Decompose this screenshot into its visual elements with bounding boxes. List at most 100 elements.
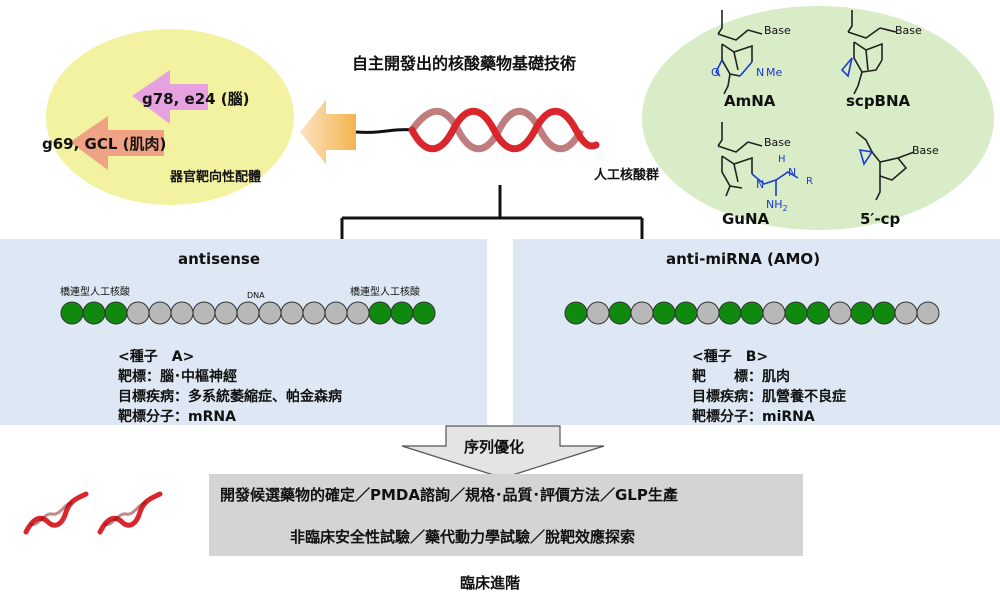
helix-strand [408, 107, 600, 153]
bead-dna [324, 301, 348, 325]
bead-modified [850, 301, 874, 325]
panel-anti-mirna [513, 239, 1000, 425]
guna-r-label: R [806, 176, 813, 187]
panel-b-beads [564, 301, 940, 325]
guna-nh2-label: NH2 [766, 198, 788, 213]
muscle-arrow [70, 116, 164, 170]
label-muscle: g69, GCL (肌肉) [42, 135, 167, 153]
bead-modified [608, 301, 632, 325]
brain-arrow [132, 70, 208, 124]
bead-modified [60, 301, 84, 325]
bead-modified [872, 301, 896, 325]
bead-modified [718, 301, 742, 325]
bead-dna [894, 301, 918, 325]
bead-dna [916, 301, 940, 325]
page-title: 自主開發出的核酸藥物基礎技術 [352, 54, 577, 73]
guna-h-label: H [778, 154, 786, 165]
artificial-nucleic-acids [642, 6, 994, 230]
bead-modified [740, 301, 764, 325]
cp-cyclopropane [858, 149, 874, 166]
guna-nh-label: N [788, 166, 797, 179]
bead-modified [652, 301, 676, 325]
label-brain: g78, e24 (腦) [142, 90, 250, 108]
bead-dna [696, 301, 720, 325]
bead-dna [214, 301, 238, 325]
guna-structure [717, 122, 763, 197]
panel-a-label-right: 橋連型人工核酸 [350, 287, 420, 298]
amna-base-label: Base [764, 24, 791, 37]
bead-dna [258, 301, 282, 325]
bead-modified [104, 301, 128, 325]
panel-b-molecule: 靶標分子：miRNA [692, 409, 815, 425]
branch-connector [336, 185, 648, 272]
bead-dna [586, 301, 610, 325]
guna-name: GuNA [722, 210, 770, 228]
cp-name: 5′-cp [860, 210, 901, 228]
cp-structure [855, 131, 915, 201]
amna-name: AmNA [724, 92, 776, 110]
panel-b-disease: 目標疾病：肌營養不良症 [692, 389, 846, 405]
bead-dna [192, 301, 216, 325]
bead-dna [346, 301, 370, 325]
development-steps [209, 474, 803, 556]
panel-antisense [0, 239, 487, 425]
amna-structure [717, 10, 763, 95]
steps-line2: 非臨床安全性試驗／藥代動力學試驗／脫靶效應探索 [290, 528, 636, 546]
ligand-cluster [46, 29, 356, 205]
clinical-label: 臨床進階 [460, 574, 521, 592]
amna-n-group [715, 59, 753, 77]
bead-modified [564, 301, 588, 325]
bead-dna [148, 301, 172, 325]
bead-modified [390, 301, 414, 325]
bead-dna [828, 301, 852, 325]
bead-modified [784, 301, 808, 325]
scpbna-name: scpBNA [846, 92, 911, 110]
cp-base-label: Base [912, 144, 939, 157]
ligand-arrow [300, 100, 356, 164]
scpbna-structure [847, 10, 897, 95]
helix-strand-back [409, 107, 585, 153]
nucleic-ellipse [642, 6, 994, 230]
bead-modified [674, 301, 698, 325]
amna-n-label: N [756, 66, 765, 79]
amna-me-label: Me [766, 66, 783, 79]
panel-b-target: 靶 標：肌肉 [692, 369, 790, 385]
bead-modified [82, 301, 106, 325]
panel-a-seed: <種子 A> [118, 349, 195, 365]
mini-helix-1 [23, 491, 89, 535]
panel-a-label-mid: DNA [247, 291, 265, 300]
bead-dna [302, 301, 326, 325]
optimization-label: 序列優化 [464, 438, 525, 456]
steps-line1: 開發候選藥物的確定／PMDA諮詢／規格･品質･評價方法／GLP生產 [220, 486, 678, 504]
bead-modified [806, 301, 830, 325]
bead-modified [412, 301, 436, 325]
guna-guanidine [751, 171, 799, 196]
panel-a-molecule: 靶標分子：mRNA [118, 409, 236, 425]
panel-a-target: 靶標：腦･中樞神經 [118, 369, 237, 385]
mini-helix-2 [97, 491, 163, 535]
panel-a-beads [60, 301, 436, 325]
bead-dna [126, 301, 150, 325]
guna-nh2-text: NH [766, 198, 783, 211]
bead-modified [368, 301, 392, 325]
panel-b-title: anti-miRNA (AMO) [666, 250, 821, 268]
nucleic-caption: 人工核酸群 [594, 168, 660, 183]
bead-dna [762, 301, 786, 325]
panel-b-seed: <種子 B> [692, 349, 769, 365]
panel-a-title: antisense [178, 250, 260, 268]
scpbna-cyclopropane [840, 57, 853, 78]
panel-a-label-left: 橋連型人工核酸 [60, 287, 130, 298]
bead-dna [170, 301, 194, 325]
linker-line [355, 128, 413, 134]
scpbna-base-label: Base [895, 24, 922, 37]
ligand-caption: 器官靶向性配體 [170, 170, 262, 185]
panel-a-disease: 目標疾病：多系統萎縮症、帕金森病 [118, 389, 342, 405]
guna-nh2-subscript: 2 [782, 204, 788, 214]
guna-n-label: N [756, 178, 765, 191]
amna-o-label: O [711, 66, 720, 79]
optimization-arrow [401, 425, 605, 479]
guna-base-label: Base [764, 136, 791, 149]
bead-dna [280, 301, 304, 325]
bead-dna [236, 301, 260, 325]
oligo-helix [355, 107, 600, 153]
